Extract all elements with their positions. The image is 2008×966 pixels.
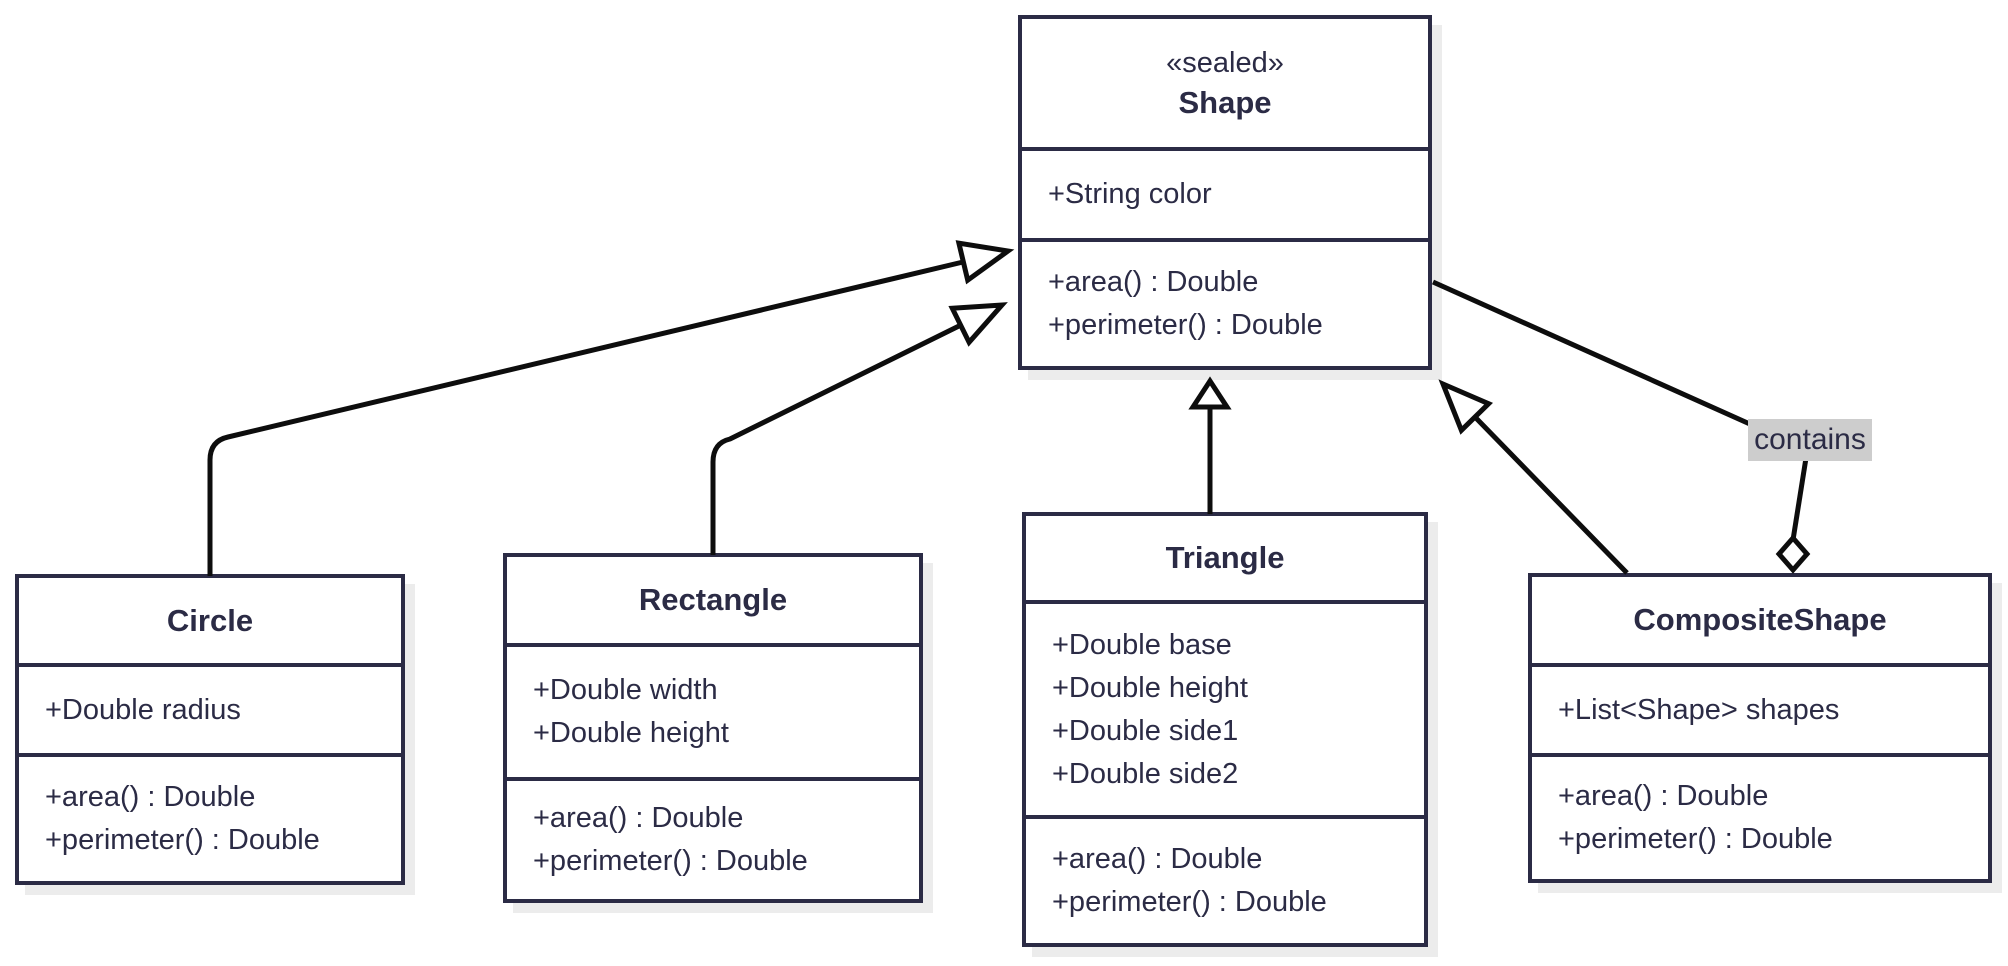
methods-section: +area() : Double +perimeter() : Double — [507, 777, 919, 899]
edge-circle-to-shape-inheritance — [207, 240, 1015, 576]
attributes-section: +String color — [1022, 147, 1428, 238]
member-row: +area() : Double — [45, 781, 256, 813]
member-row: +area() : Double — [533, 802, 744, 834]
attributes-section: +Double base +Double height +Double side1 +… — [1026, 600, 1424, 815]
member-row: +Double side2 — [1052, 757, 1239, 790]
class-name: Shape — [1178, 85, 1272, 120]
member-row: +Double side1 — [1052, 714, 1239, 747]
attributes-section: +List<Shape> shapes — [1532, 663, 1988, 753]
class-header: Rectangle — [507, 557, 919, 643]
member-row: +String color — [1048, 178, 1212, 210]
edge-triangle-to-shape-inheritance — [1188, 376, 1232, 514]
member-row: +Double height — [1052, 671, 1248, 704]
class-box-circle[interactable]: Circle +Double radius +area() : Double +p… — [15, 574, 405, 885]
class-name: Triangle — [1165, 540, 1285, 575]
member-row: +Double base — [1052, 628, 1232, 661]
member-row: +Double height — [533, 717, 729, 749]
edge-label-contains[interactable]: contains — [1748, 419, 1872, 461]
class-box-compositeshape[interactable]: CompositeShape +List<Shape> shapes +area… — [1528, 573, 1992, 883]
member-row: +area() : Double — [1048, 266, 1259, 298]
methods-section: +area() : Double +perimeter() : Double — [19, 753, 401, 881]
member-row: +perimeter() : Double — [1558, 823, 1833, 855]
member-row: +Double width — [533, 674, 718, 706]
class-header: CompositeShape — [1532, 577, 1988, 663]
methods-section: +area() : Double +perimeter() : Double — [1532, 753, 1988, 879]
edge-rectangle-to-shape-inheritance — [710, 302, 1008, 555]
member-row: +perimeter() : Double — [1048, 309, 1323, 341]
methods-section: +area() : Double +perimeter() : Double — [1022, 238, 1428, 366]
hollow-triangle-arrowhead-icon — [1188, 376, 1232, 410]
class-header: Triangle — [1026, 516, 1424, 600]
attributes-section: +Double radius — [19, 663, 401, 753]
member-row: +List<Shape> shapes — [1558, 693, 1840, 726]
hollow-triangle-arrowhead-icon — [1438, 379, 1494, 435]
class-name: CompositeShape — [1633, 602, 1887, 637]
class-box-shape[interactable]: «sealed» Shape +String color +area() : D… — [1018, 15, 1432, 370]
class-header: Circle — [19, 578, 401, 663]
attributes-section: +Double width +Double height — [507, 643, 919, 777]
hollow-triangle-arrowhead-icon — [948, 302, 1008, 347]
class-box-rectangle[interactable]: Rectangle +Double width +Double height +a… — [503, 553, 923, 903]
class-header: «sealed» Shape — [1022, 19, 1428, 147]
hollow-triangle-arrowhead-icon — [955, 240, 1015, 285]
member-row: +area() : Double — [1558, 780, 1769, 812]
member-row: +perimeter() : Double — [533, 845, 808, 877]
edge-compositeshape-to-shape-inheritance — [1438, 379, 1629, 575]
member-row: +perimeter() : Double — [1052, 886, 1327, 918]
methods-section: +area() : Double +perimeter() : Double — [1026, 815, 1424, 943]
class-name: Rectangle — [638, 582, 788, 617]
member-row: +Double radius — [45, 693, 241, 726]
class-box-triangle[interactable]: Triangle +Double base+Double height+Doub… — [1022, 512, 1428, 947]
member-row: +area() : Double — [1052, 843, 1263, 875]
class-stereotype: «sealed» — [1166, 47, 1284, 79]
member-row: +perimeter() : Double — [45, 824, 320, 856]
class-name: Circle — [166, 602, 254, 638]
aggregation-diamond-icon — [1775, 534, 1811, 574]
